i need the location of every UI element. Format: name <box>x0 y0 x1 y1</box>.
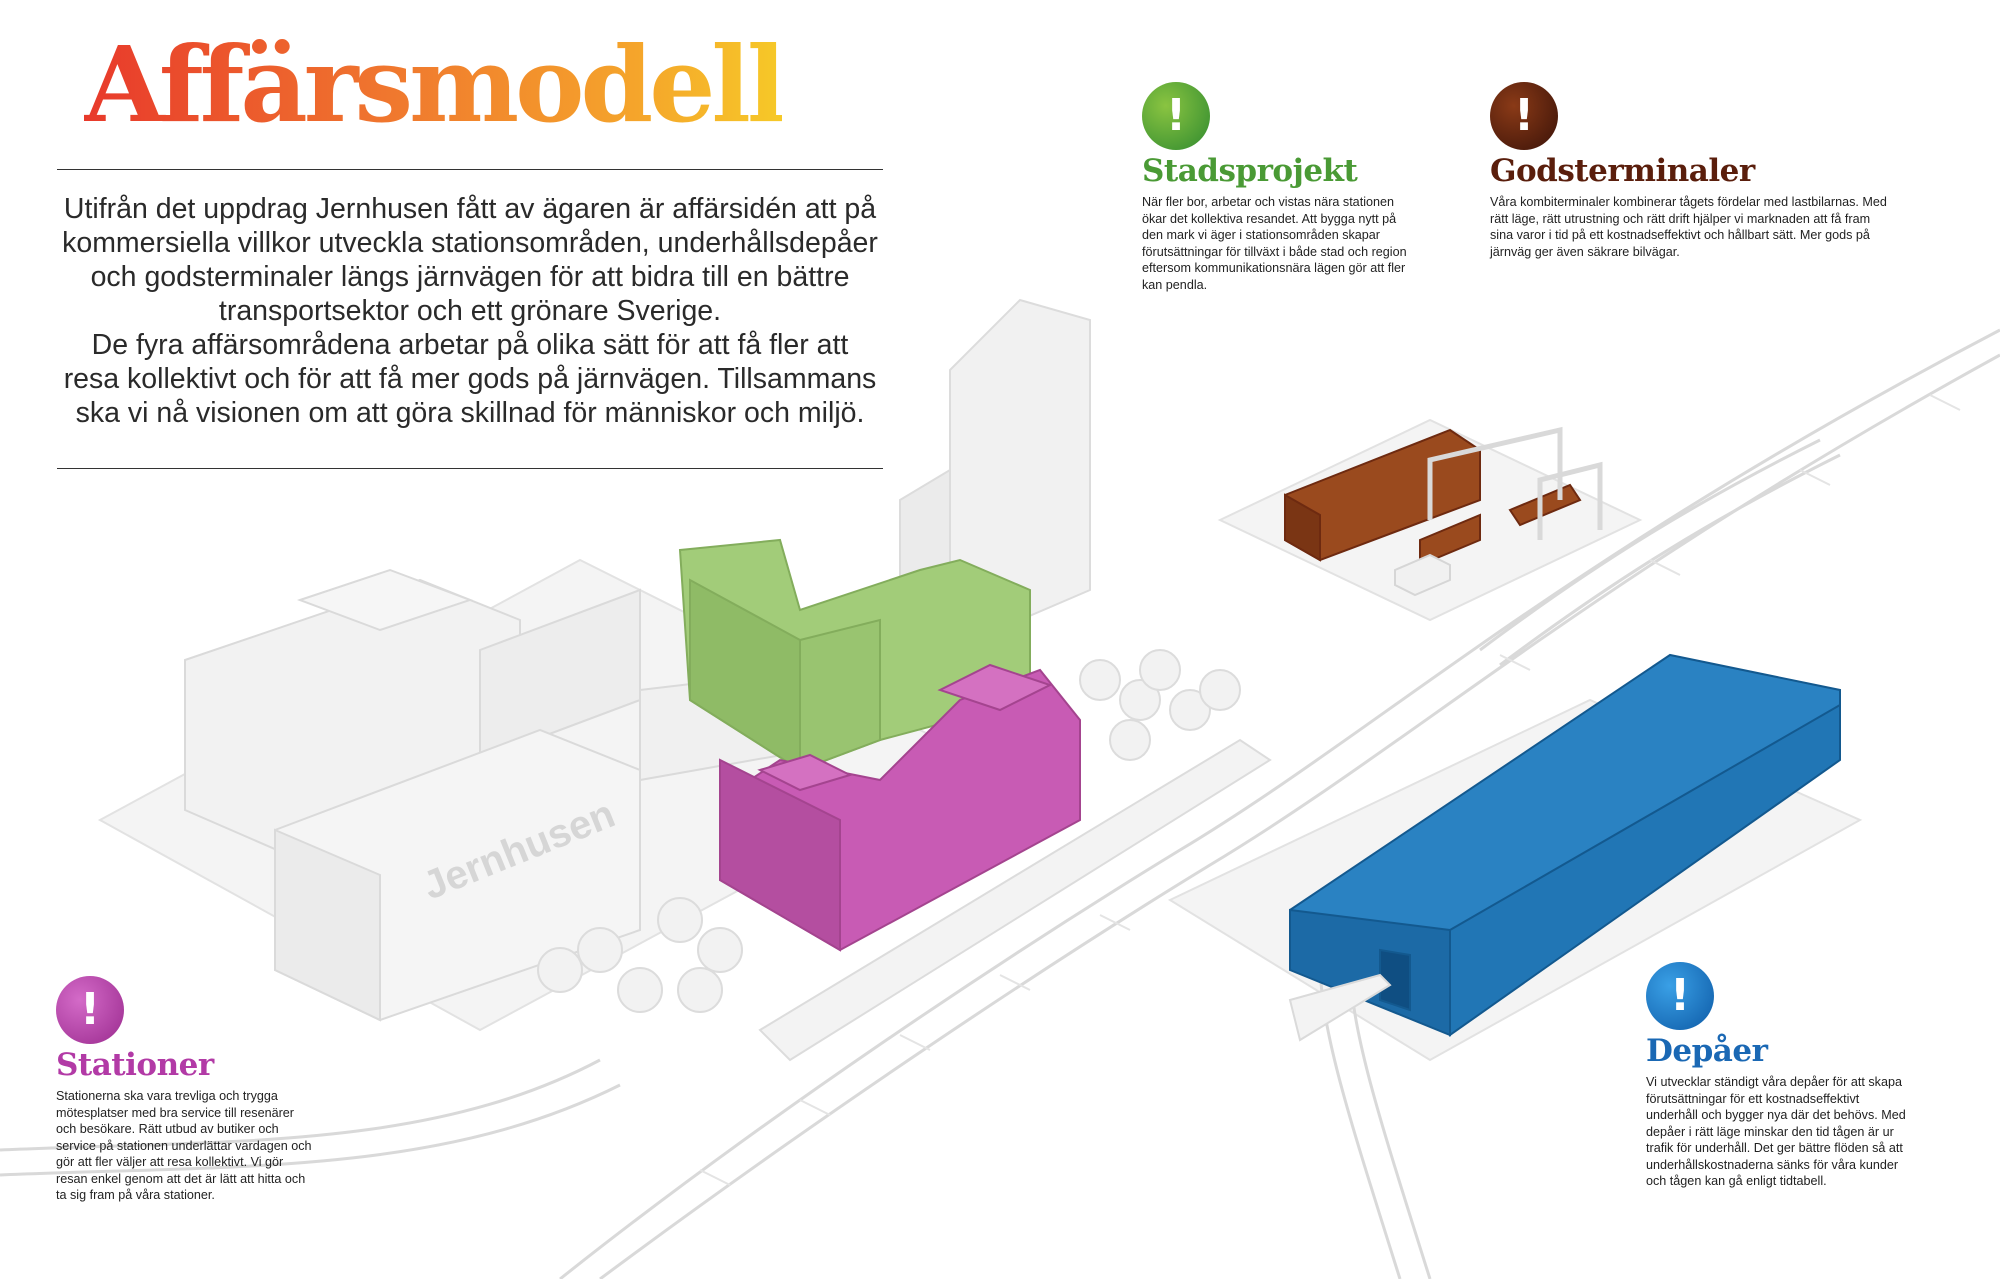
intro-paragraph-1: Utifrån det uppdrag Jernhusen fått av äg… <box>62 193 878 327</box>
callout-stadsprojekt: ! Stadsprojekt När fler bor, arbetar och… <box>1142 82 1408 293</box>
stationer-building <box>719 663 1081 952</box>
bottom-divider <box>57 468 883 469</box>
exclamation-icon: ! <box>1646 962 1714 1030</box>
exclamation-icon: ! <box>56 976 124 1044</box>
intro-paragraph-2: De fyra affärsområdena arbetar på olika … <box>63 329 877 429</box>
top-divider <box>57 169 883 170</box>
callout-body: Våra kombiterminaler kombinerar tågets f… <box>1490 195 1887 259</box>
trees <box>537 649 1241 1013</box>
callout-godsterminaler: ! Godsterminaler Våra kombiterminaler ko… <box>1490 82 1890 260</box>
callout-depaer: ! Depåer Vi utvecklar ständigt våra depå… <box>1646 962 1908 1190</box>
page-title: Affärsmodell <box>84 20 786 150</box>
neutral-buildings <box>184 568 811 1022</box>
track-sleepers <box>699 394 1961 1186</box>
callout-title: Depåer <box>1646 1033 1768 1069</box>
callout-title: Stadsprojekt <box>1142 153 1358 189</box>
exclamation-icon: ! <box>1490 82 1558 150</box>
depaer-building <box>1289 653 1841 1037</box>
callout-stationer: ! Stationer Stationerna ska vara trevlig… <box>56 976 316 1204</box>
exclamation-icon: ! <box>1142 82 1210 150</box>
callout-body: Vi utvecklar ständigt våra depåer för at… <box>1646 1075 1906 1189</box>
intro-text: Utifrån det uppdrag Jernhusen fått av äg… <box>60 192 880 430</box>
callout-title: Stationer <box>56 1047 214 1083</box>
train <box>758 738 1272 1062</box>
callout-body: När fler bor, arbetar och vistas nära st… <box>1142 195 1407 292</box>
terminal-cranes <box>1427 426 1603 540</box>
stadsprojekt-building <box>678 538 1031 772</box>
depot-train <box>1288 973 1392 1042</box>
callout-body: Stationerna ska vara trevliga och trygga… <box>56 1089 312 1203</box>
truck <box>1394 553 1451 597</box>
callout-title: Godsterminaler <box>1490 153 1755 189</box>
